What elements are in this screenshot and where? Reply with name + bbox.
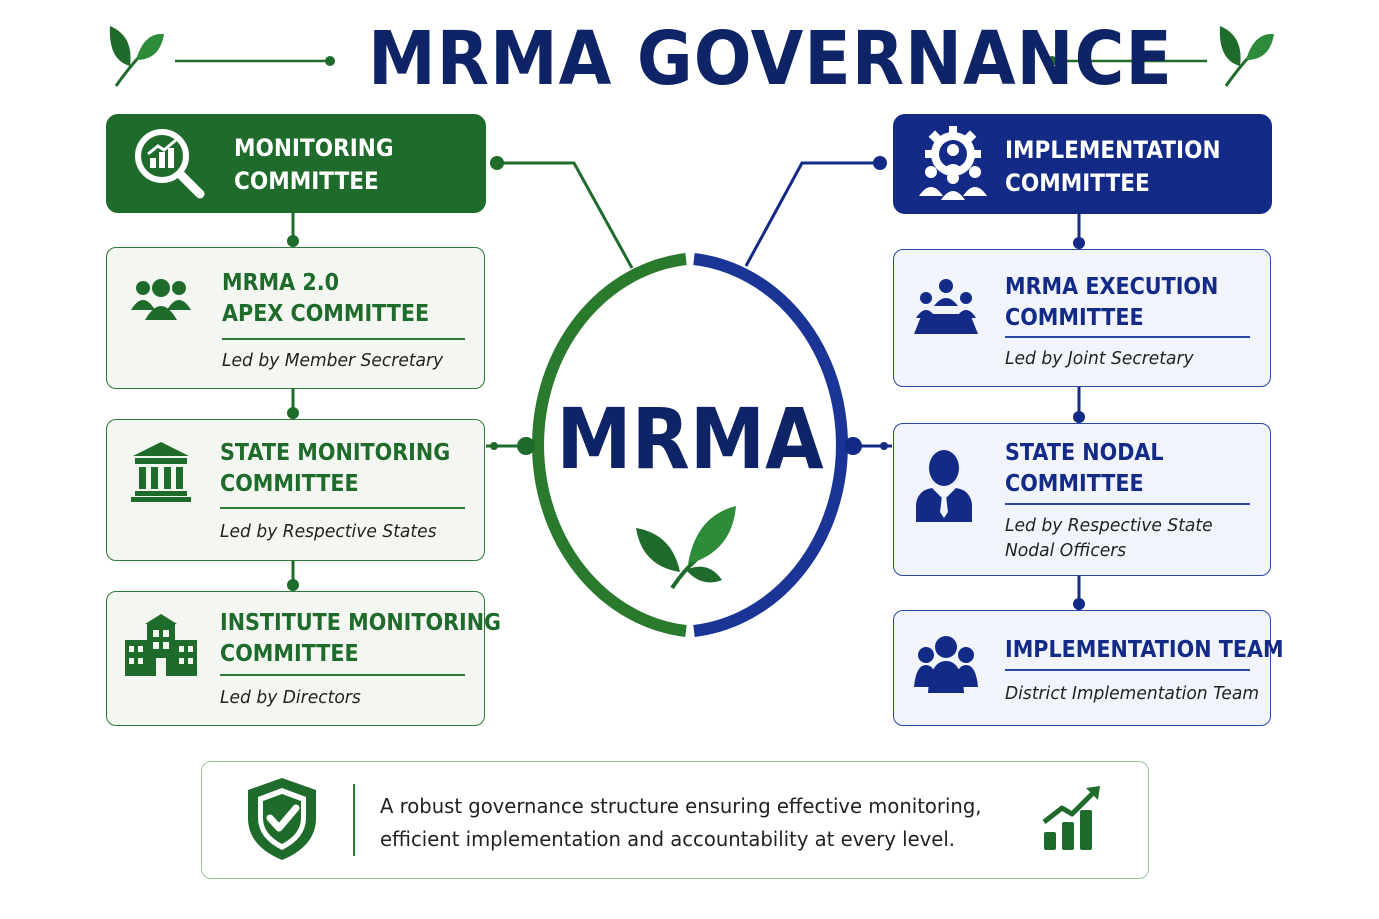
institute-monitoring-committee-card: INSTITUTE MONITORING COMMITTEE Led by Di… bbox=[106, 591, 501, 726]
left-side-connector bbox=[486, 437, 535, 455]
card-subtitle: Led by Joint Secretary bbox=[1005, 348, 1194, 369]
card-divider bbox=[1005, 503, 1250, 505]
meeting-table-icon bbox=[912, 278, 980, 336]
leaf-icon bbox=[632, 500, 742, 592]
footer-text: A robust governance structure ensuring e… bbox=[380, 794, 982, 851]
card-subtitle: Led by Respective States bbox=[220, 521, 437, 542]
apex-committee-card: MRMA 2.0 APEX COMMITTEE Led by Member Se… bbox=[106, 247, 485, 389]
card-title: STATE MONITORING COMMITTEE bbox=[220, 440, 451, 497]
gear-people-icon bbox=[915, 124, 991, 200]
title-left-decoration bbox=[175, 56, 335, 66]
state-nodal-committee-card: STATE NODAL COMMITTEE Led by Respective … bbox=[893, 423, 1271, 576]
title-leaf-left-icon bbox=[104, 20, 166, 90]
left-chain-connectors bbox=[287, 212, 299, 591]
card-divider bbox=[1005, 336, 1250, 338]
card-title: MRMA 2.0 APEX COMMITTEE bbox=[222, 270, 430, 327]
card-divider bbox=[222, 338, 465, 340]
card-title: INSTITUTE MONITORING COMMITTEE bbox=[220, 610, 502, 667]
institute-building-icon bbox=[123, 614, 199, 676]
title-leaf-right-icon bbox=[1212, 20, 1274, 90]
title-right-decoration bbox=[1047, 56, 1207, 66]
group-icon bbox=[129, 276, 193, 324]
implementation-committee-header: IMPLEMENTATION COMMITTEE bbox=[893, 114, 1272, 214]
card-subtitle: Led by Directors bbox=[220, 687, 361, 708]
monitoring-committee-header: MONITORING COMMITTEE bbox=[106, 114, 486, 213]
center-label: MRMA bbox=[556, 390, 824, 488]
card-divider bbox=[220, 674, 465, 676]
center-ring-left bbox=[532, 253, 687, 637]
government-building-icon bbox=[131, 440, 191, 502]
monitoring-header-label: MONITORING COMMITTEE bbox=[234, 134, 394, 195]
implementation-connector bbox=[744, 156, 887, 267]
center-ring-right bbox=[693, 253, 848, 637]
card-subtitle: District Implementation Team bbox=[1005, 683, 1260, 704]
team-icon bbox=[914, 635, 978, 693]
card-subtitle: Led by Respective State Nodal Officers bbox=[1005, 515, 1213, 561]
monitoring-connector bbox=[490, 156, 634, 269]
footer-banner: A robust governance structure ensuring e… bbox=[201, 761, 1149, 879]
page-title: MRMA GOVERNANCE bbox=[368, 16, 1173, 102]
state-monitoring-committee-card: STATE MONITORING COMMITTEE Led by Respec… bbox=[106, 419, 485, 561]
right-side-connector bbox=[844, 437, 892, 455]
right-chain-connectors bbox=[1073, 213, 1085, 610]
footer-divider bbox=[353, 784, 355, 856]
officer-icon bbox=[914, 448, 974, 522]
growth-chart-icon bbox=[1040, 784, 1104, 852]
shield-check-icon bbox=[246, 776, 318, 862]
implementation-header-label: IMPLEMENTATION COMMITTEE bbox=[1005, 136, 1221, 197]
card-title: IMPLEMENTATION TEAM bbox=[1005, 637, 1284, 663]
magnifier-chart-icon bbox=[132, 126, 208, 202]
implementation-team-card: IMPLEMENTATION TEAM District Implementat… bbox=[893, 610, 1284, 726]
card-divider bbox=[1005, 669, 1250, 671]
execution-committee-card: MRMA EXECUTION COMMITTEE Led by Joint Se… bbox=[893, 249, 1271, 387]
card-title: STATE NODAL COMMITTEE bbox=[1005, 440, 1164, 497]
card-divider bbox=[220, 507, 465, 509]
card-subtitle: Led by Member Secretary bbox=[222, 350, 444, 371]
card-title: MRMA EXECUTION COMMITTEE bbox=[1005, 274, 1219, 331]
